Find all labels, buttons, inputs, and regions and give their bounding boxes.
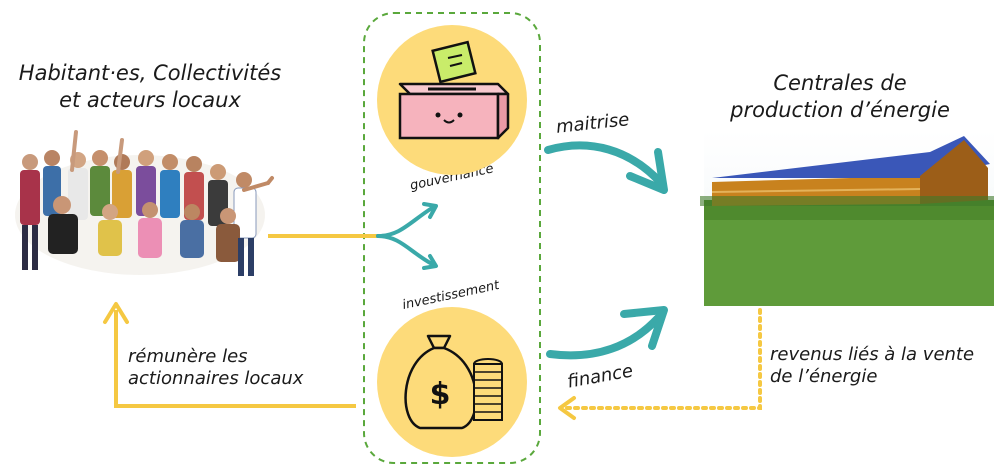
- revenue-label-line2: de l’énergie: [770, 366, 878, 387]
- return-label: rémunère les actionnaires locaux: [128, 346, 348, 390]
- people-group-photo: [15, 130, 274, 276]
- finance-arrow-head: [620, 306, 668, 350]
- return-label-line1: rémunère les: [128, 346, 248, 367]
- revenue-arrow: [560, 308, 762, 410]
- return-arrow: [114, 310, 356, 408]
- return-label-line2: actionnaires locaux: [128, 368, 304, 389]
- ballot-box-icon: [398, 40, 510, 140]
- fork-arrow-down-head: [422, 254, 438, 270]
- actors-title-line2: et acteurs locaux: [59, 88, 241, 112]
- plant-title: Centrales de production d’énergie: [700, 70, 980, 124]
- finance-arrow: [546, 314, 662, 360]
- fork-arrow-up-head: [422, 202, 438, 219]
- energy-plant-photo: [700, 130, 994, 306]
- fork-arrow-down: [376, 234, 434, 266]
- actors-title: Habitant·es, Collectivités et acteurs lo…: [0, 60, 300, 114]
- maitrise-arrow: [544, 141, 664, 186]
- revenue-label-line1: revenus liés à la vente: [770, 344, 975, 365]
- coin-stack-icon: [473, 358, 503, 421]
- revenue-label: revenus liés à la vente de l’énergie: [770, 344, 1000, 388]
- revenue-arrow-head: [558, 396, 576, 420]
- money-bag-icon: $: [404, 334, 478, 430]
- return-arrow-head: [103, 302, 129, 324]
- svg-text:$: $: [430, 377, 451, 412]
- person-figures: [20, 130, 274, 276]
- plant-title-line2: production d’énergie: [730, 98, 950, 122]
- plant-title-line1: Centrales de: [773, 71, 907, 95]
- fork-arrow-up: [376, 206, 434, 238]
- maitrise-arrow-head: [626, 148, 668, 194]
- actors-title-line1: Habitant·es, Collectivités: [18, 61, 282, 85]
